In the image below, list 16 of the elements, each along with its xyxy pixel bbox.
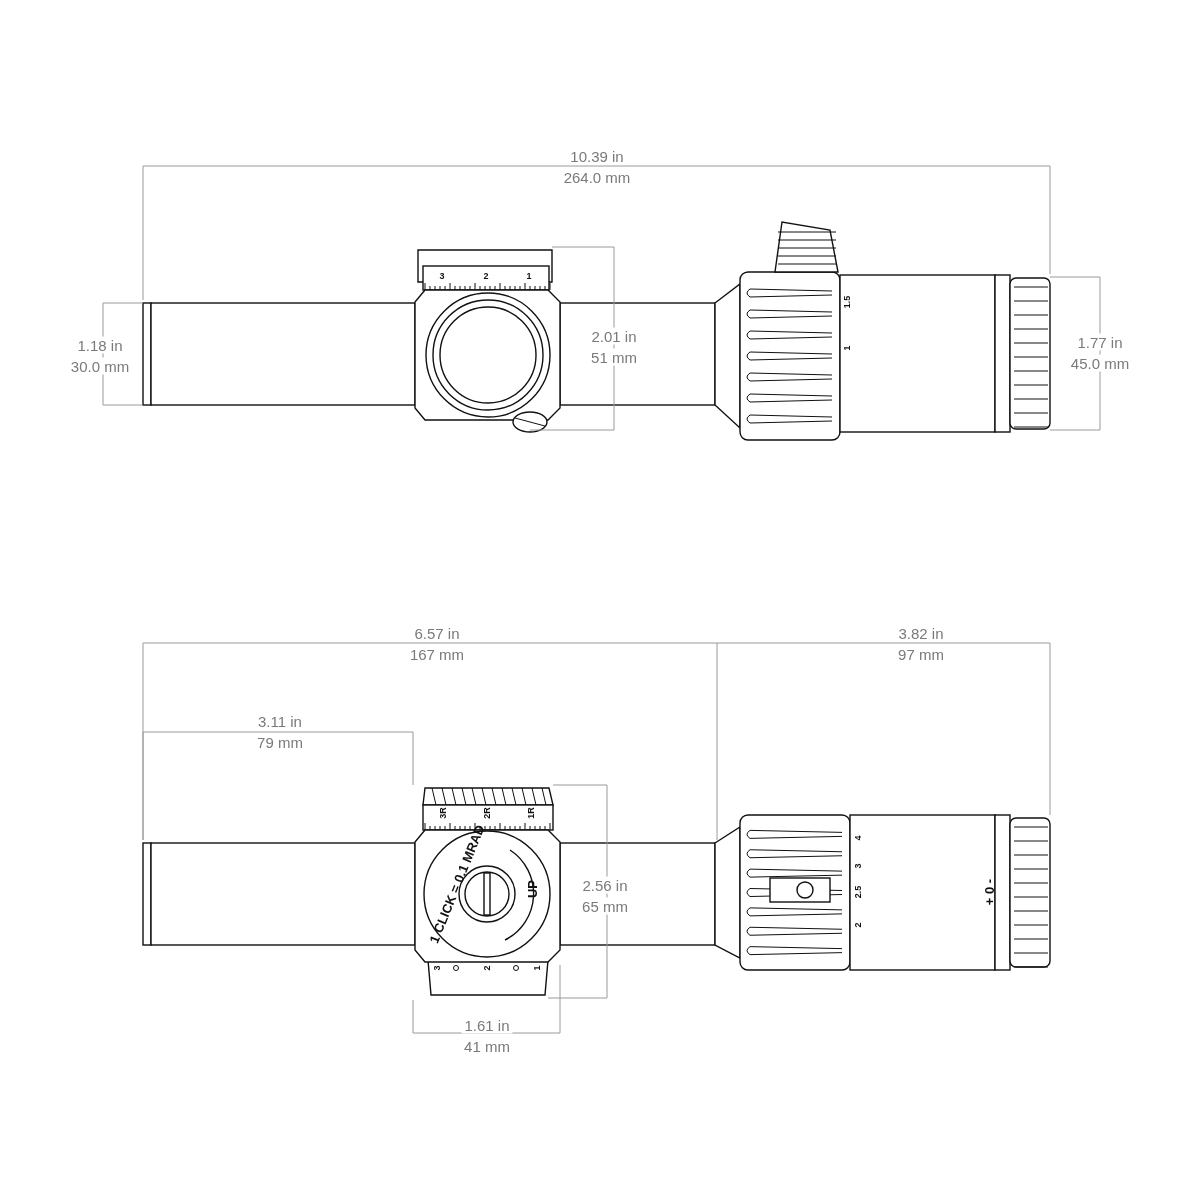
scale-marking: 1 [532, 965, 542, 971]
scale-marking: 2R [482, 807, 492, 819]
scale-marking: 3R [438, 807, 448, 819]
scale-marking: 1 [526, 271, 532, 281]
scale-marking: 4 [853, 835, 863, 841]
scale-marking: 2 [482, 965, 492, 971]
scale-marking: 3 [432, 965, 442, 971]
scale-marking: + 0 - [982, 878, 996, 906]
scale-marking: 2.5 [853, 885, 863, 899]
scale-marking: 1R [526, 807, 536, 819]
scale-marking: 3 [853, 863, 863, 869]
scale-marking: 3 [439, 271, 445, 281]
scale-marking: 2 [853, 922, 863, 928]
scale-marking: 1 [842, 345, 852, 351]
scale-marking: 1.5 [842, 295, 852, 309]
scale-marking: 2 [483, 271, 489, 281]
